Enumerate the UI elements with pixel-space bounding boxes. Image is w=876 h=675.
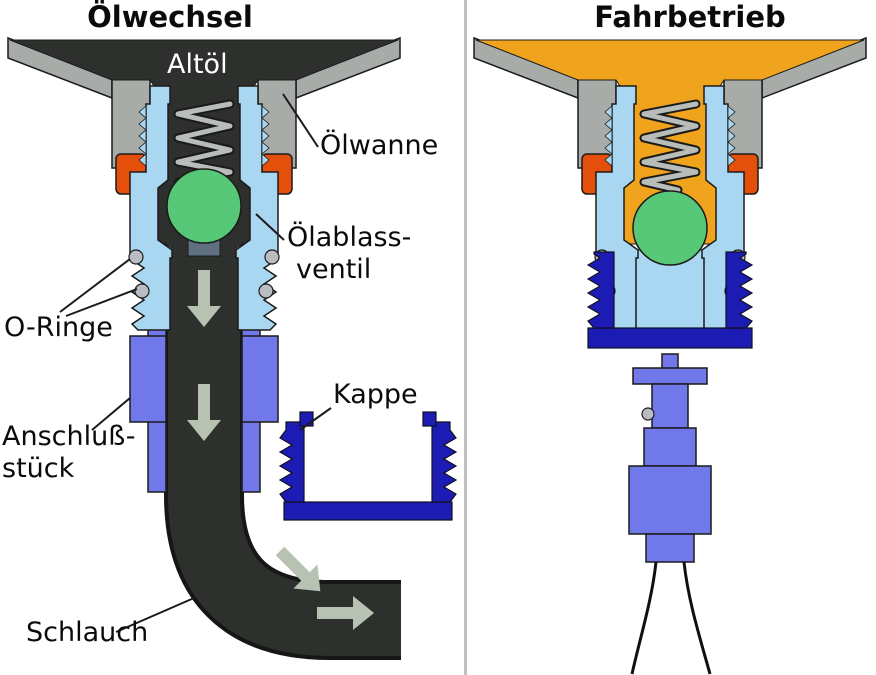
label-oelablassventil-line1: Ölablass- xyxy=(287,222,412,253)
hose xyxy=(168,250,401,656)
connector-piece-detached xyxy=(628,353,712,675)
cap-installed xyxy=(587,251,753,349)
label-altoel: Altöl xyxy=(167,49,228,80)
label-kappe: Kappe xyxy=(333,379,418,410)
valve-ball-right xyxy=(632,190,708,266)
panel-divider xyxy=(464,0,467,675)
leader-lines xyxy=(59,93,332,633)
label-anschlussstueck-line2: stück xyxy=(2,453,75,484)
cap-detached xyxy=(279,411,457,521)
label-oelablassventil-line2: ventil xyxy=(296,254,372,285)
right-panel-title: Fahrbetrieb xyxy=(594,0,786,34)
label-anschlussstueck-line1: Anschluß- xyxy=(2,421,136,452)
label-schlauch: Schlauch xyxy=(26,617,149,648)
label-oelwanne: Ölwanne xyxy=(320,130,439,161)
valve-ball-left xyxy=(166,168,242,244)
label-o-ringe: O-Ringe xyxy=(4,312,113,343)
left-panel-title: Ölwechsel xyxy=(87,0,253,34)
